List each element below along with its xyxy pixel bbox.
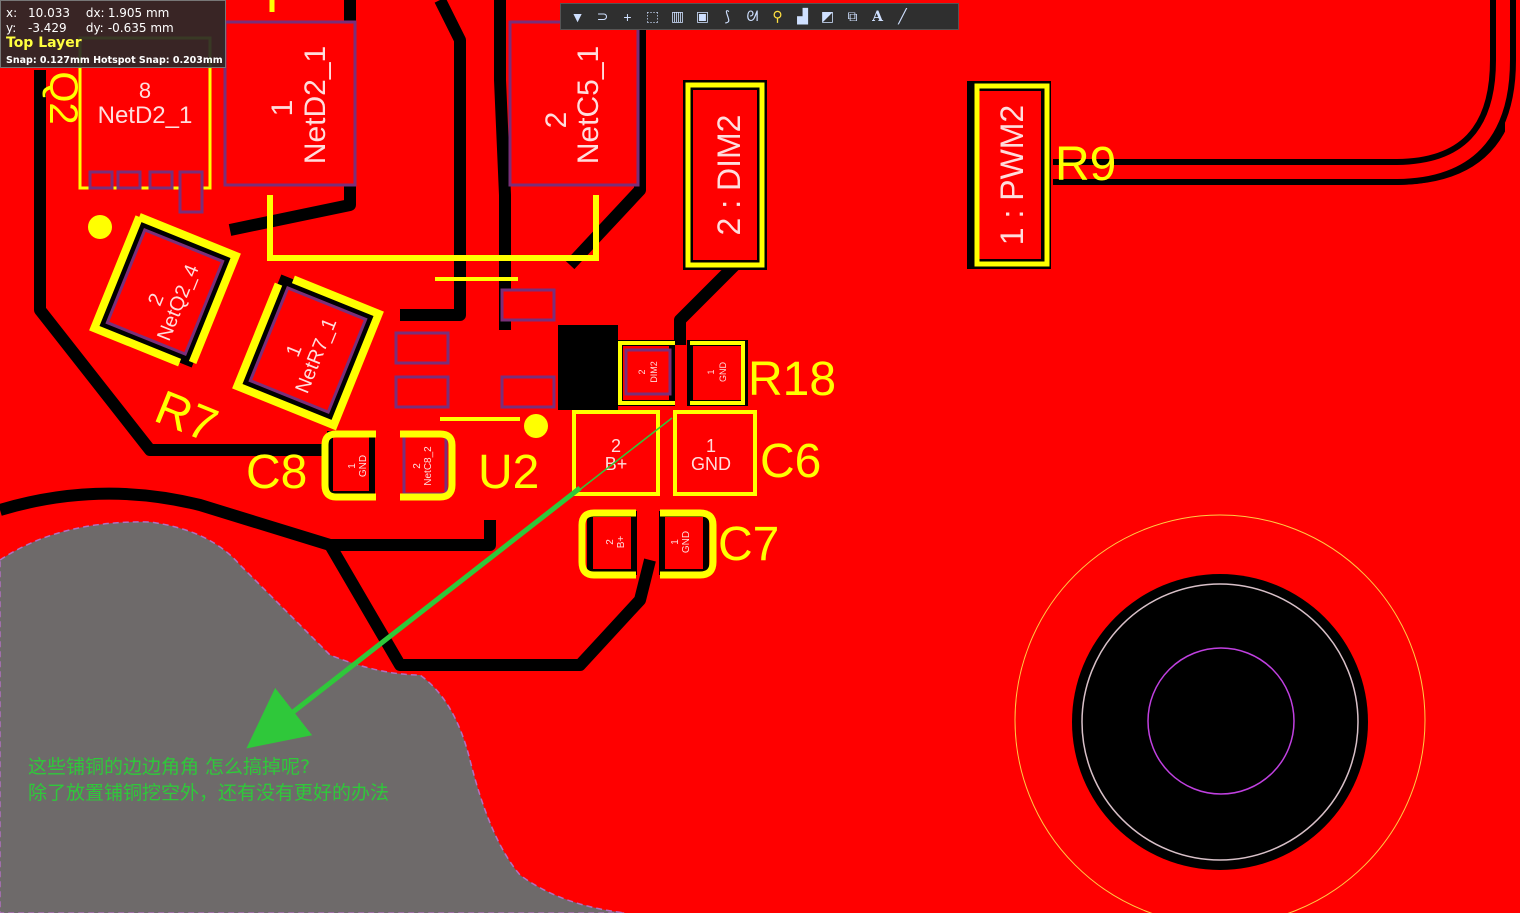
pad-pwm2[interactable] xyxy=(967,81,1051,269)
hud-snap-info: Snap: 0.127mm Hotspot Snap: 0.203mm xyxy=(6,55,223,66)
c6-pad1-net: GND xyxy=(691,454,731,474)
q2-pad-net: NetD2_1 xyxy=(98,102,193,129)
text-icon[interactable]: A xyxy=(872,8,883,25)
diff-pair-icon[interactable]: ᘛ xyxy=(746,8,759,24)
c8-pad1-net: GND xyxy=(358,455,369,477)
designator-c6: C6 xyxy=(760,435,821,488)
designator-q2: Q2 xyxy=(41,71,85,124)
component-c8[interactable] xyxy=(321,430,456,501)
r18-pad1-number: 1 xyxy=(706,369,716,374)
netc5-pad-net: NetC5_1 xyxy=(572,46,605,164)
hud-dx-label: dx: xyxy=(85,6,105,20)
c6-pad1-number: 1 xyxy=(706,436,716,456)
component-u2[interactable] xyxy=(394,288,618,438)
annotation-line-1: 这些铺铜的边边角角 怎么搞掉呢? xyxy=(28,756,311,778)
hud-y-value: -3.429 xyxy=(28,21,67,35)
hud-current-layer: Top Layer xyxy=(6,35,82,51)
hud-dy-label: dy: xyxy=(85,21,104,35)
polygon-pour-icon[interactable]: ▟ xyxy=(797,8,808,24)
copper-edge-right xyxy=(1505,0,1520,913)
c7-pad2-net: B+ xyxy=(616,536,627,549)
component-r7-pad2[interactable] xyxy=(89,213,241,368)
route-icon[interactable]: ⊃ xyxy=(596,8,609,24)
component-c7[interactable] xyxy=(578,509,717,579)
netd2-pad-number: 1 xyxy=(266,100,299,117)
r18-pad1-net: GND xyxy=(718,362,728,383)
hud-x-label: x: xyxy=(6,6,18,20)
c8-pad2-net: NetC8_2 xyxy=(423,446,434,486)
keepout-region[interactable] xyxy=(0,521,626,913)
r18-pad2-number: 2 xyxy=(637,369,647,374)
component-r18[interactable] xyxy=(617,340,748,406)
coordinate-hud: x: 10.033 dx:1.905 mm y: -3.429 dy:-0.635 … xyxy=(0,0,226,68)
interactive-route-icon[interactable]: ⟆ xyxy=(724,8,731,24)
r18-pad2-net: DIM2 xyxy=(649,361,659,383)
designator-c8: C8 xyxy=(246,446,307,499)
active-toolbar: ▼ ⊃ + ⬚ ▥ ▣ ⟆ ᘛ ⚲ ▟ ◩ ⧉ A ╱ xyxy=(560,3,959,30)
dim2-pad-label: 2 : DIM2 xyxy=(711,115,747,236)
component-icon[interactable]: ▣ xyxy=(695,8,710,24)
annotation-line-2: 除了放置铺铜挖空外，还有没有更好的办法 xyxy=(28,782,390,804)
c7-pad2-number: 2 xyxy=(605,539,616,545)
pad-dim2[interactable] xyxy=(683,80,767,270)
dimension-icon[interactable]: ⧉ xyxy=(847,8,858,24)
c7-pad1-net: GND xyxy=(681,531,692,553)
annotation-note: 这些铺铜的边边角角 怎么搞掉呢? 除了放置铺铜挖空外，还有没有更好的办法 xyxy=(28,754,389,806)
keepout-icon[interactable]: ◩ xyxy=(820,8,835,24)
designator-r18: R18 xyxy=(748,353,836,406)
crosshair-icon[interactable]: + xyxy=(623,8,632,25)
silk-u2-bracket xyxy=(267,195,599,261)
align-icon[interactable]: ▥ xyxy=(670,8,685,24)
c6-pad2-net: B+ xyxy=(605,454,628,474)
pin1-marker xyxy=(88,215,112,239)
mounting-hole-pad-ring xyxy=(1081,583,1359,861)
line-icon[interactable]: ╱ xyxy=(898,8,907,24)
netc5-pad-number: 2 xyxy=(540,112,573,129)
trace-r9 xyxy=(1053,0,1510,179)
filter-icon[interactable]: ▼ xyxy=(570,8,585,25)
pad-netd2[interactable] xyxy=(223,0,357,187)
pad-netc5[interactable] xyxy=(508,20,640,187)
designator-r9: R9 xyxy=(1055,138,1116,191)
designator-c7: C7 xyxy=(718,518,779,571)
hud-dx-value: 1.905 mm xyxy=(107,6,170,20)
component-r7-pad1[interactable] xyxy=(232,274,384,431)
c8-pad2-number: 2 xyxy=(412,463,423,469)
c6-pad2-number: 2 xyxy=(611,436,621,456)
component-c6[interactable] xyxy=(572,410,757,496)
c8-pad1-number: 1 xyxy=(347,463,358,469)
c7-pad1-number: 1 xyxy=(670,539,681,545)
designator-u2: U2 xyxy=(478,446,539,499)
mounting-hole-drill xyxy=(1147,647,1295,795)
pwm2-pad-label: 1 : PWM2 xyxy=(994,105,1030,245)
netd2-pad-net: NetD2_1 xyxy=(299,46,332,164)
select-rect-icon[interactable]: ⬚ xyxy=(645,8,660,24)
hud-y-label: y: xyxy=(6,21,17,35)
hud-dy-value: -0.635 mm xyxy=(107,21,174,35)
hud-x-value: 10.033 xyxy=(28,6,70,20)
via-icon[interactable]: ⚲ xyxy=(772,8,783,24)
mounting-hole[interactable] xyxy=(1072,574,1368,870)
mounting-hole-keepout xyxy=(1014,514,1426,913)
q2-pad-number: 8 xyxy=(139,78,151,103)
annotation-arrow xyxy=(246,486,582,749)
